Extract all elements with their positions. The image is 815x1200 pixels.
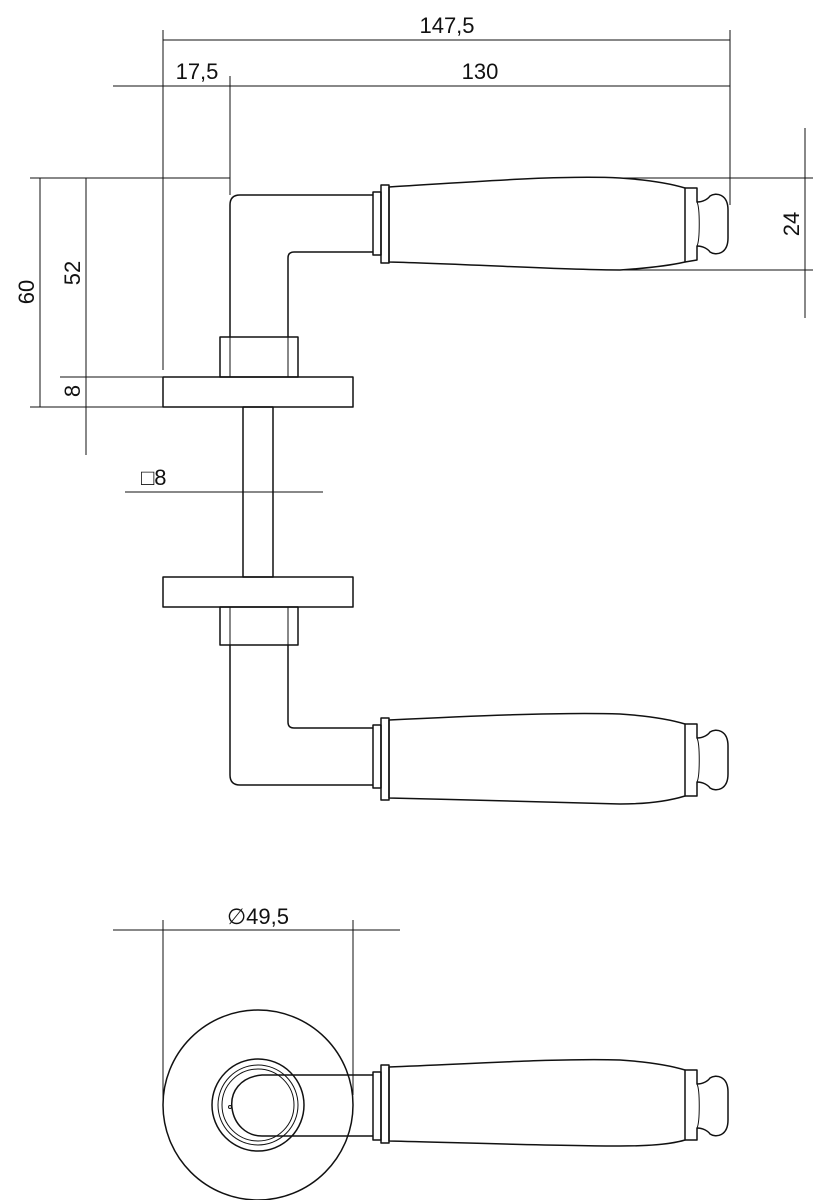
lower-rose [162, 576, 354, 646]
diameter-dimension-label: ∅49,5 [227, 904, 289, 929]
square-symbol: □ [141, 465, 154, 490]
dim-spindle-size: 8 [154, 465, 166, 490]
dim-lever-length: 130 [462, 59, 499, 84]
dim-rose-offset: 17,5 [176, 59, 219, 84]
dim-overall-length: 147,5 [419, 13, 474, 38]
dim-grip-height: 24 [779, 212, 804, 236]
lower-lever [229, 645, 729, 805]
rose-plan-view [162, 1009, 354, 1200]
lever-plan-view [231, 1058, 729, 1147]
dim-lever-height: 52 [60, 261, 85, 285]
dim-rose-thickness: 8 [60, 385, 85, 397]
dim-rose-diameter: 49,5 [246, 904, 289, 929]
dimension-lines [30, 30, 813, 1105]
spindle-dimension-label: □8 [141, 465, 167, 490]
diameter-symbol: ∅ [227, 904, 246, 929]
upper-lever [229, 176, 729, 337]
dim-total-height: 60 [14, 280, 39, 304]
upper-rose [162, 336, 354, 408]
